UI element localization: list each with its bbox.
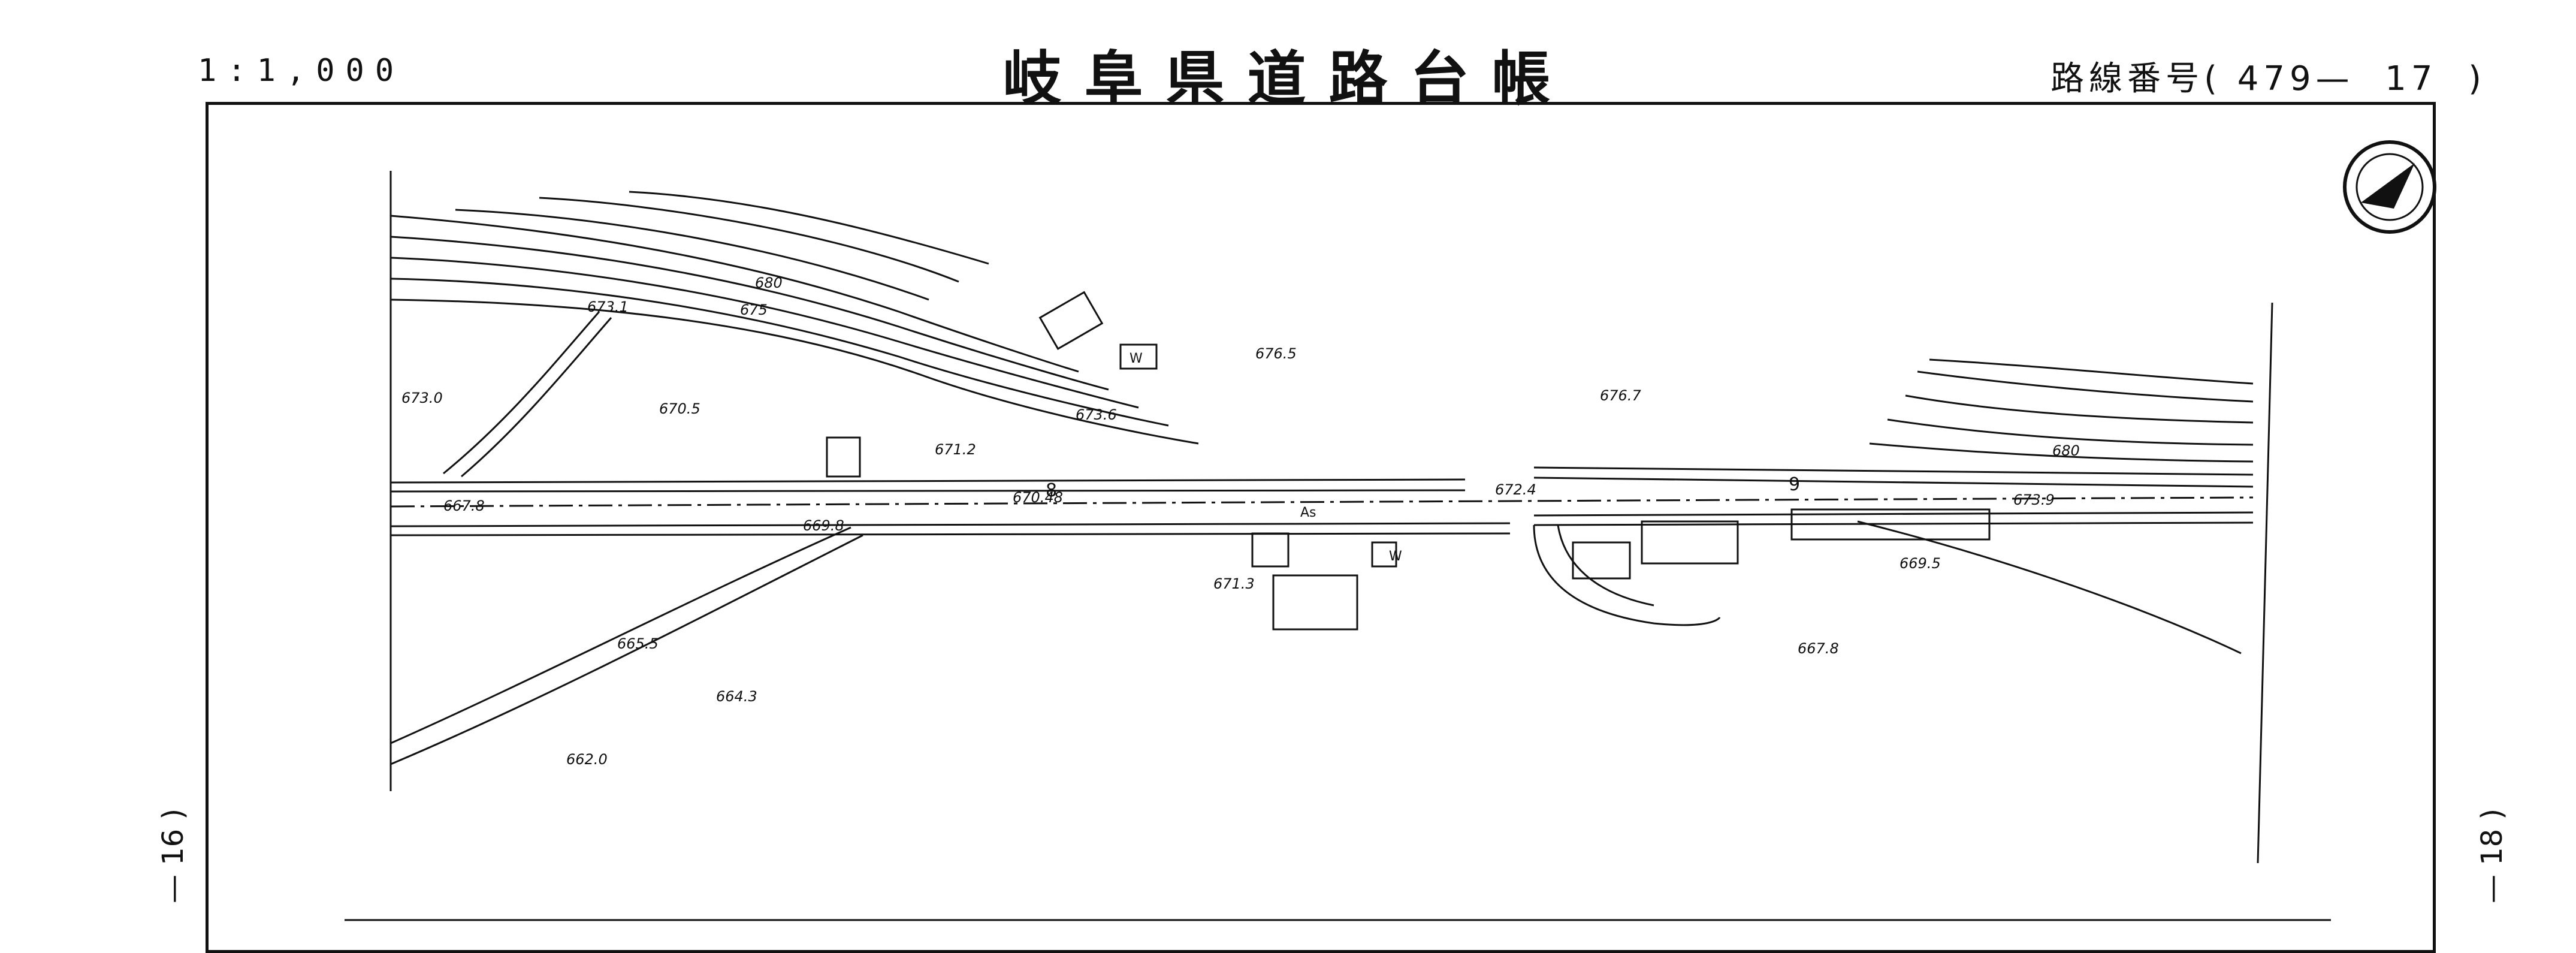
elevation-label: 662.0 [566, 751, 608, 768]
elevation-label: 667.8 [1798, 640, 1839, 657]
elevation-label: 673.0 [401, 390, 443, 406]
route-label: 路線番号 [2050, 59, 2204, 98]
sheet-number: 17 [2385, 59, 2438, 98]
elevation-label: 680 [755, 275, 783, 291]
elevation-label: 673.1 [587, 298, 629, 315]
route-number-header: 路線番号( 479— 17 ) [2050, 52, 2486, 100]
building-mark: W [1130, 351, 1143, 366]
route-open-paren: ( [2204, 59, 2222, 98]
elevation-label: 664.3 [716, 688, 757, 705]
elevation-label: 676.5 [1255, 345, 1297, 362]
elevation-label: 673.9 [2013, 491, 2055, 508]
elevation-label: 669.8 [803, 517, 844, 534]
route-close-paren: ) [2468, 59, 2486, 98]
building-mark: W [1389, 549, 1402, 564]
elevation-label: 671.3 [1213, 575, 1255, 592]
station-label: 8 [1046, 480, 1057, 501]
route-number: 479— [2237, 59, 2354, 98]
elevation-label: 675 [740, 301, 768, 318]
page-title: 岐阜県道路台帳 [1002, 44, 1574, 113]
elevation-label: 676.7 [1600, 387, 1641, 404]
map-scale: 1:1,000 [198, 53, 405, 89]
elevation-label: 672.4 [1495, 481, 1536, 498]
elevation-label: 670.48 [1013, 489, 1063, 506]
elevation-label: 680 [2052, 442, 2080, 459]
elevation-label: 669.5 [1899, 555, 1941, 572]
elevation-label: 665.5 [617, 635, 659, 652]
elevation-label: 673.6 [1076, 406, 1117, 423]
elevation-label: 671.2 [935, 441, 976, 458]
elevation-label: 667.8 [443, 497, 485, 514]
surface-label: As [1300, 505, 1316, 520]
station-label: 9 [1789, 474, 1800, 495]
elevation-label: 670.5 [659, 400, 700, 417]
